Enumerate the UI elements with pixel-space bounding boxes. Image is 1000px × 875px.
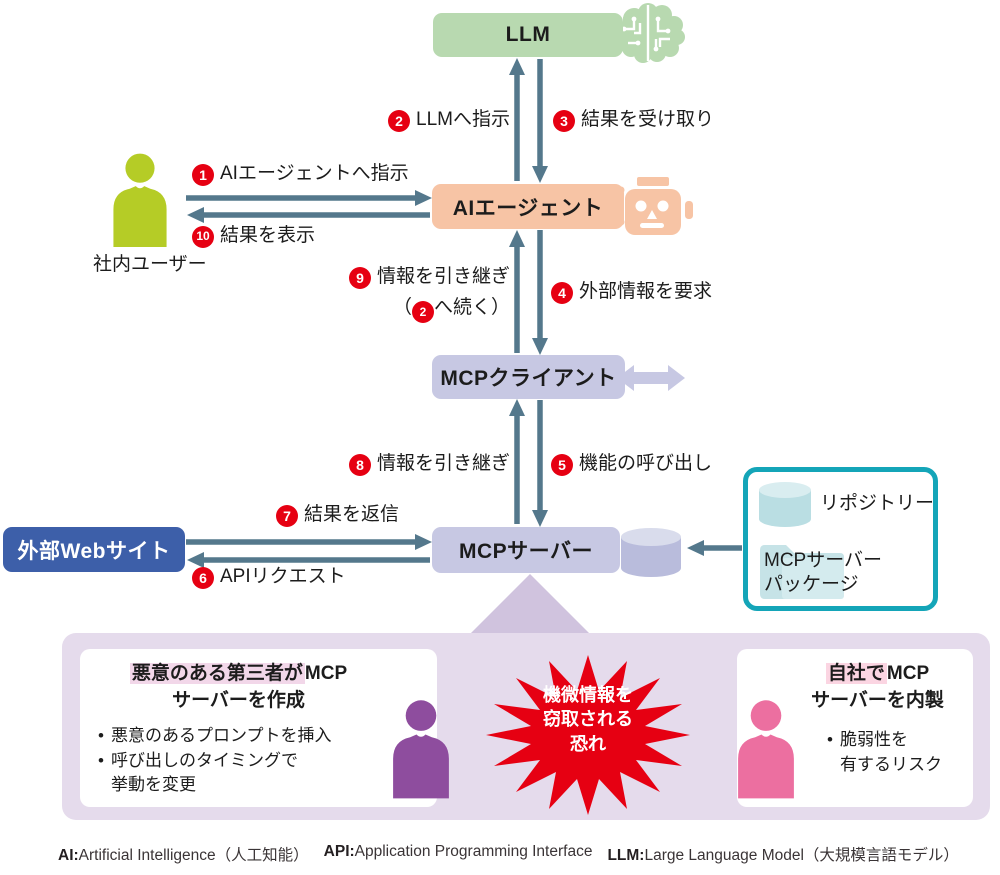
step-3-label: 3 結果を受け取り bbox=[553, 108, 714, 133]
arrow-server-to-client bbox=[509, 399, 525, 524]
arrow-user-to-agent bbox=[186, 190, 432, 206]
repository-icon bbox=[759, 482, 811, 527]
legend-api: API:Application Programming Interface bbox=[323, 843, 593, 860]
step-3-badge: 3 bbox=[553, 110, 575, 132]
arrow-llm-to-agent bbox=[532, 59, 548, 183]
step-9-badge: 9 bbox=[348, 267, 371, 289]
step-6-badge: 6 bbox=[192, 567, 214, 589]
risk-burst-icon bbox=[486, 655, 690, 815]
risk-burst-text: 機微情報を 窃取される 恐れ bbox=[543, 685, 633, 754]
arrow-agent-to-llm bbox=[509, 58, 525, 181]
step-9-continue-badge: 2 bbox=[411, 301, 434, 324]
step-7-badge: 7 bbox=[276, 505, 298, 527]
server-database-icon bbox=[621, 528, 681, 577]
arrow-package-to-server bbox=[687, 540, 742, 556]
step-5-label: 5 機能の呼び出し bbox=[551, 452, 712, 477]
step-2-badge: 2 bbox=[388, 110, 411, 132]
node-ai-agent: AIエージェント bbox=[432, 184, 624, 229]
step-4-badge: 4 bbox=[551, 282, 573, 304]
legend-ai: AI:Artificial Intelligence（人工知能） bbox=[58, 847, 309, 864]
step-6-label: 6 APIリクエスト bbox=[192, 565, 346, 590]
risk-up-arrow bbox=[468, 574, 592, 636]
arrow-agent-to-client bbox=[532, 230, 548, 355]
arrow-client-to-agent bbox=[509, 230, 525, 353]
arrow-web-request bbox=[187, 552, 430, 568]
abbreviation-legend: AI:Artificial Intelligence（人工知能） API:App… bbox=[58, 843, 959, 865]
inhouse-card-bullets: •脆弱性を 有するリスク bbox=[827, 730, 942, 774]
arrow-agent-to-user bbox=[187, 207, 430, 223]
malicious-card-bullets: •悪意のあるプロンプトを挿入 •呼び出しのタイミングで 挙動を変更 bbox=[98, 726, 332, 795]
internal-user-icon bbox=[113, 153, 167, 247]
step-2-label: 2 LLMへ指示 bbox=[388, 108, 510, 133]
package-label: MCPサーバー パッケージ bbox=[764, 550, 883, 595]
step-7-label: 7 結果を返信 bbox=[276, 503, 399, 528]
internal-user-label: 社内ユーザー bbox=[93, 254, 207, 275]
brain-icon bbox=[614, 3, 685, 63]
repository-label: リポジトリー bbox=[820, 493, 935, 514]
arrow-client-to-server bbox=[532, 400, 548, 527]
node-external-website: 外部Webサイト bbox=[3, 527, 185, 572]
step-1-label: 1 AIエージェントへ指示 bbox=[192, 162, 409, 187]
node-llm: LLM bbox=[433, 13, 623, 57]
step-8-badge: 8 bbox=[348, 454, 371, 476]
package-folder-icon bbox=[760, 545, 844, 599]
node-mcp-client: MCPクライアント bbox=[432, 355, 625, 399]
step-8-label: 8 情報を引き継ぎ bbox=[348, 452, 510, 477]
step-5-badge: 5 bbox=[551, 454, 573, 476]
sync-arrows-icon bbox=[617, 365, 685, 391]
step-1-badge: 1 bbox=[192, 164, 214, 186]
step-10-label: 10 結果を表示 bbox=[192, 224, 315, 249]
inhouse-person-icon bbox=[738, 700, 794, 799]
step-10-badge: 10 bbox=[192, 226, 214, 248]
arrow-server-to-web bbox=[186, 534, 432, 550]
legend-llm: LLM:Large Language Model（大規模言語モデル） bbox=[607, 847, 959, 864]
attacker-person-icon bbox=[393, 700, 449, 799]
node-mcp-server: MCPサーバー bbox=[432, 527, 620, 573]
step-4-label: 4 外部情報を要求 bbox=[551, 280, 712, 305]
